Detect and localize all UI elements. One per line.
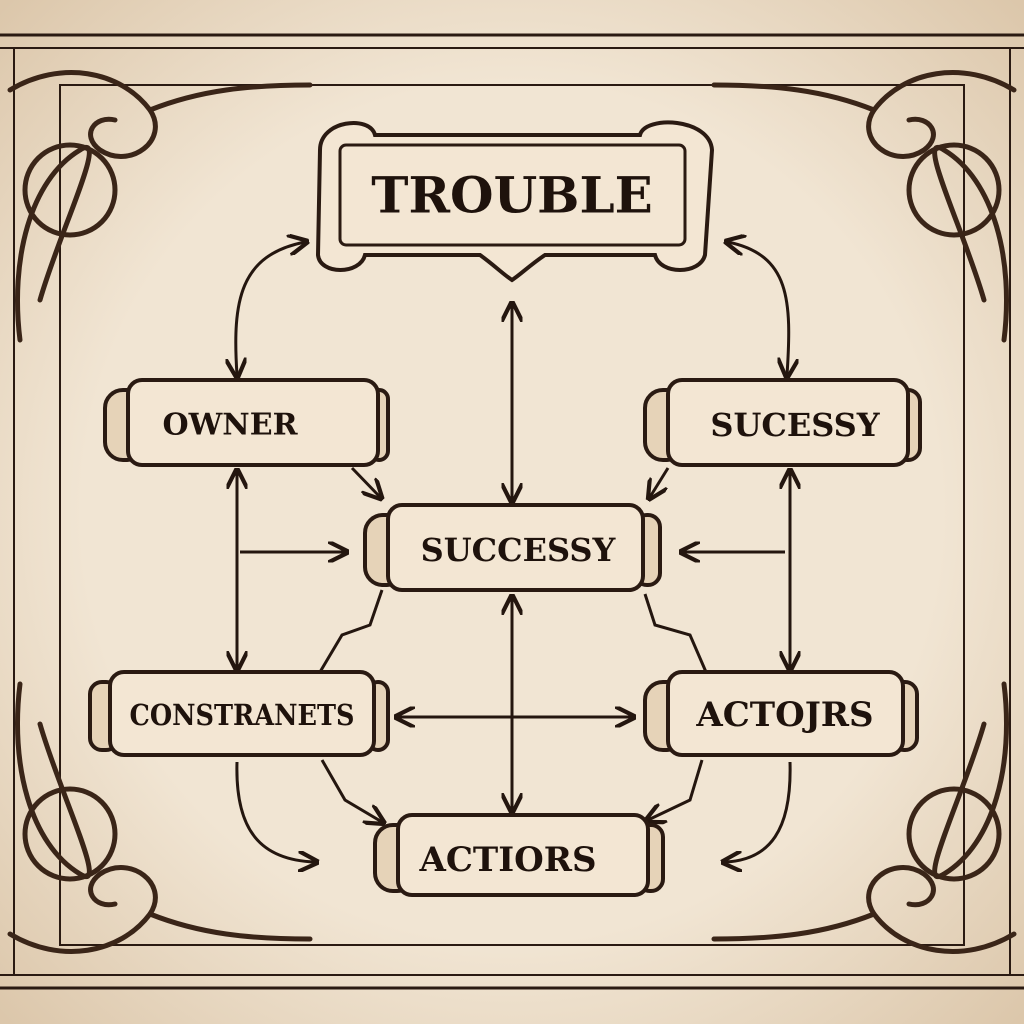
corner-ornament-icon xyxy=(7,681,313,954)
connector-successy-constranets xyxy=(318,589,384,673)
node-label: ACTOJRS xyxy=(695,695,873,735)
arrow-trouble-owner xyxy=(236,242,305,375)
node-actojrs: ACTOJRS xyxy=(643,670,919,757)
frame-border xyxy=(0,33,1024,990)
arrow-sucessy-diagonal xyxy=(650,467,670,497)
corner-ornament-icon xyxy=(7,70,313,343)
corner-ornament-icon xyxy=(711,70,1017,343)
node-label: CONSTRANETS xyxy=(130,698,355,732)
node-label: SUCESSY xyxy=(710,406,880,444)
node-label: OWNER xyxy=(162,408,298,443)
arrow-trouble-sucessy xyxy=(728,242,789,375)
node-sucessy: SUCESSY xyxy=(643,378,922,467)
title-label: TROUBLE xyxy=(371,166,652,225)
connector-constranets-actiors xyxy=(320,759,382,822)
connector-successy-actojrs xyxy=(643,593,708,673)
node-label: ACTIORS xyxy=(418,840,596,880)
arrow-constranets-actiors xyxy=(235,761,315,862)
connector-actojrs-actiors xyxy=(648,759,704,820)
node-owner: OWNER xyxy=(103,378,390,467)
arrow-owner-diagonal xyxy=(350,466,380,497)
node-label: SUCCESSY xyxy=(421,531,617,569)
node-successy: SUCCESSY xyxy=(363,503,662,592)
connector-arrows xyxy=(236,242,790,862)
banner-scroll-icon xyxy=(315,120,715,283)
title-banner: TROUBLE xyxy=(315,120,715,283)
node-actiors: ACTIORS xyxy=(373,813,665,897)
corner-ornament-icon xyxy=(711,681,1017,954)
node-constranets: CONSTRANETS xyxy=(88,670,390,757)
arrow-actojrs-actiors xyxy=(725,761,792,862)
